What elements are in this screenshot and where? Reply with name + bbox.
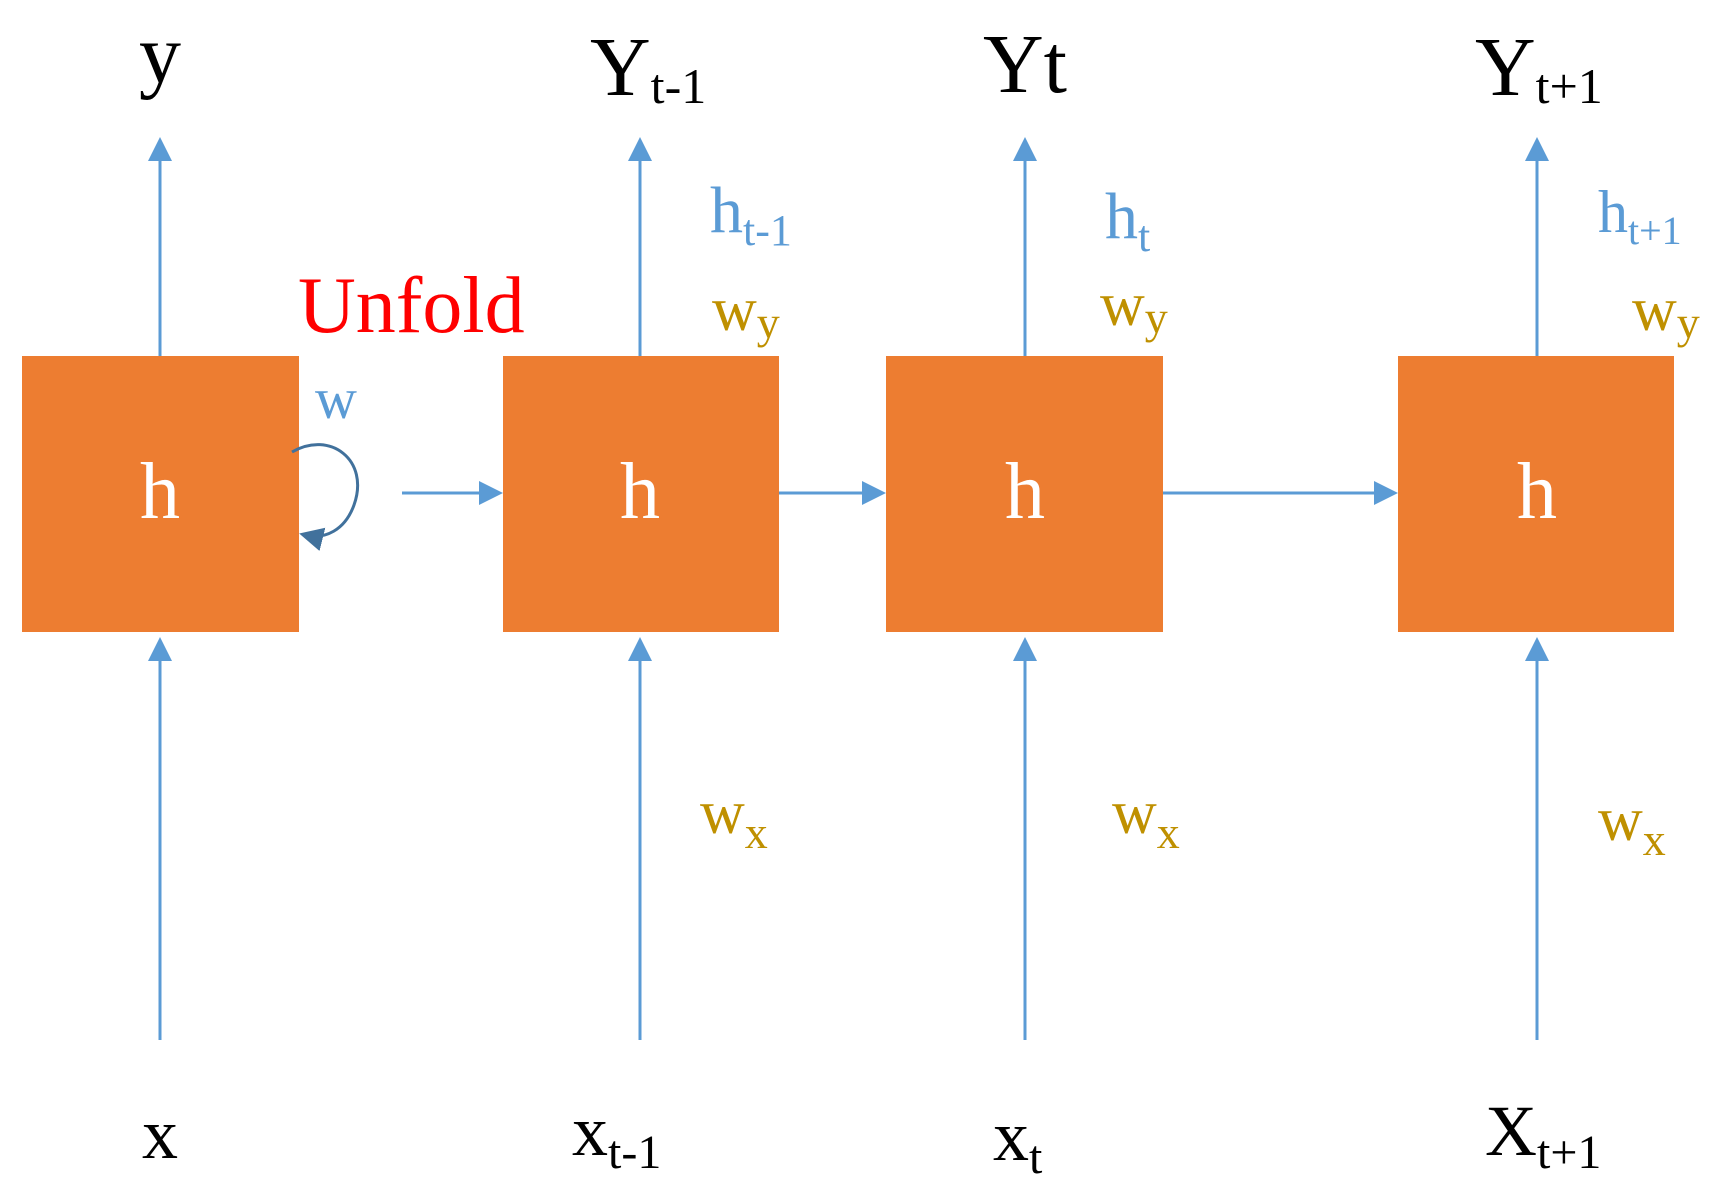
cell-label-t: h xyxy=(1005,448,1045,536)
input-label-t-plus-1: Xt+1 xyxy=(1485,1091,1601,1179)
wx-label-t-plus-1: wx xyxy=(1598,786,1666,865)
unfold-label: Unfold xyxy=(298,262,525,350)
hidden-label-t: ht xyxy=(1105,180,1150,261)
wy-label-t-plus-1: wy xyxy=(1632,276,1700,348)
cell-group-t-plus-1: h Yt+1 ht+1 wy wx Xt+1 xyxy=(1398,21,1700,1179)
wy-label-t: wy xyxy=(1100,271,1168,343)
cell-label-t-minus-1: h xyxy=(620,448,660,536)
folded-cell-group: h y x w Unfold xyxy=(22,8,525,1174)
input-label-t-minus-1: xt-1 xyxy=(572,1091,661,1179)
cell-t-plus-1 xyxy=(1398,356,1674,632)
cell-group-t: h Yt ht wy wx xt xyxy=(886,18,1180,1181)
folded-output-label: y xyxy=(139,8,181,101)
hidden-label-t-minus-1: ht-1 xyxy=(710,174,792,255)
wx-label-t-minus-1: wx xyxy=(700,779,768,858)
wx-label-t: wx xyxy=(1112,779,1180,858)
recurrent-loop-arrow xyxy=(291,443,360,551)
output-label-t: Yt xyxy=(983,18,1067,111)
cell-label-t-plus-1: h xyxy=(1517,448,1557,536)
folded-cell xyxy=(22,356,299,632)
cell-t-minus-1 xyxy=(503,356,779,632)
folded-input-label: x xyxy=(142,1094,178,1174)
output-label-t-plus-1: Yt+1 xyxy=(1475,21,1603,114)
wy-label-t-minus-1: wy xyxy=(712,276,780,348)
recurrent-weight-label: w xyxy=(315,366,357,431)
folded-cell-label: h xyxy=(140,448,180,536)
output-label-t-minus-1: Yt-1 xyxy=(590,21,706,114)
input-label-t: xt xyxy=(993,1096,1043,1181)
hidden-label-t-plus-1: ht+1 xyxy=(1598,179,1682,253)
cell-t xyxy=(886,356,1163,632)
cell-group-t-minus-1: h Yt-1 ht-1 wy wx xt-1 xyxy=(503,21,792,1179)
